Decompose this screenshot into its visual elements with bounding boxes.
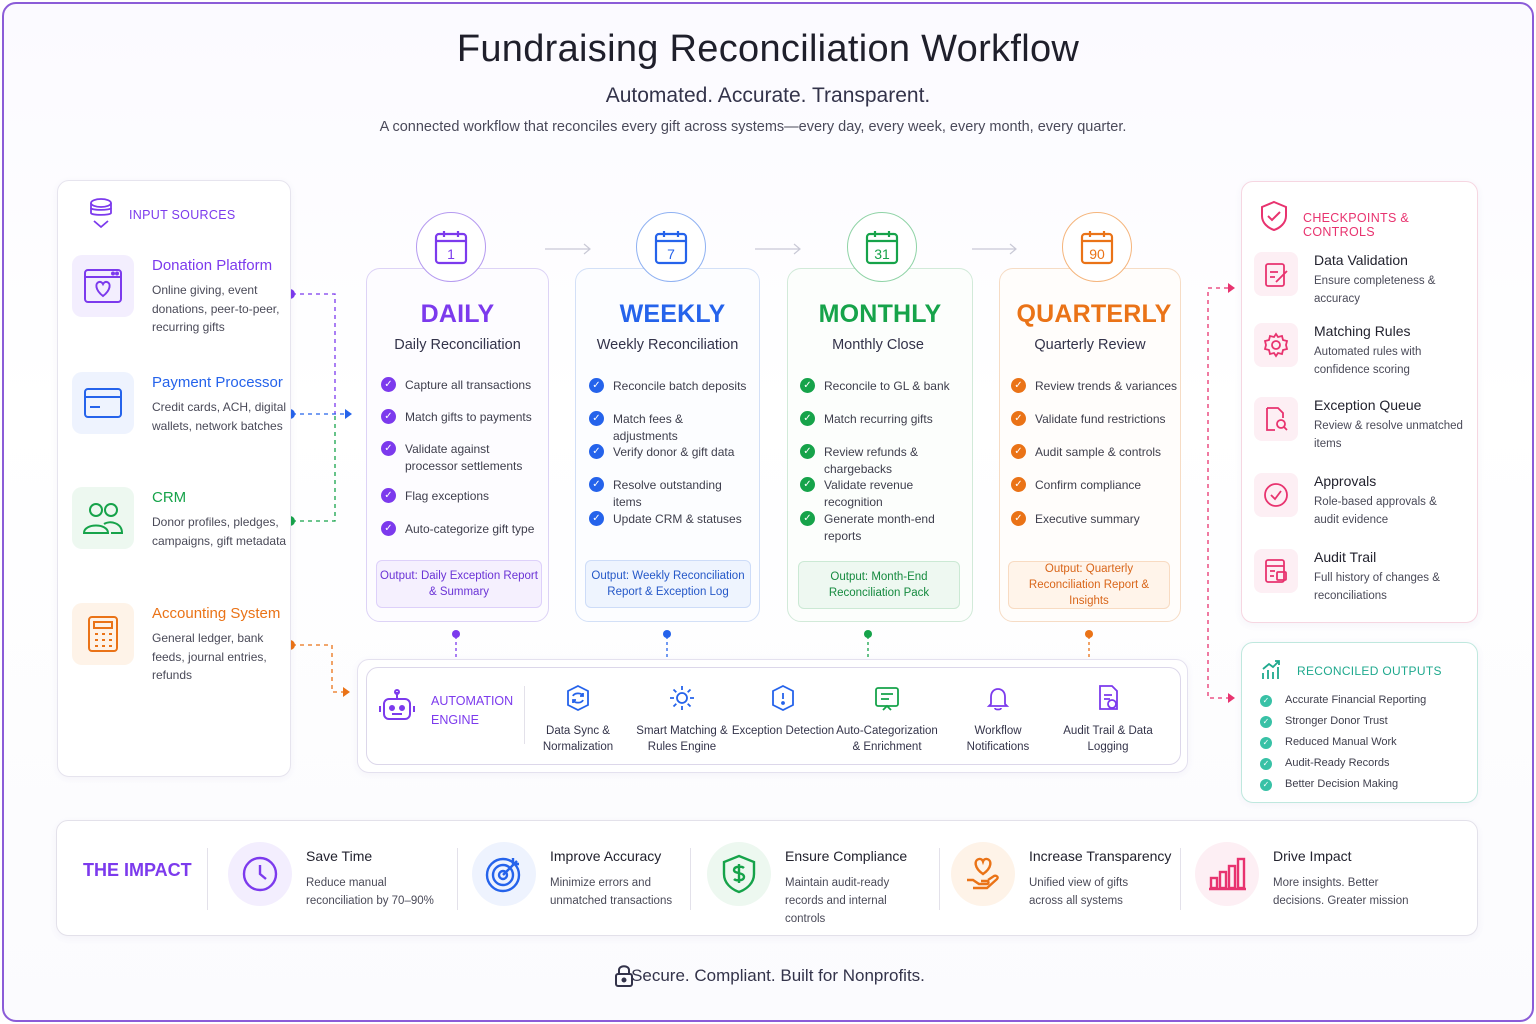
engine-item-data-sync[interactable]: Data Sync & Normalization bbox=[523, 683, 633, 755]
calculator-icon bbox=[72, 603, 134, 665]
source-title: Payment Processor bbox=[152, 374, 283, 391]
calendar-7-icon: 7 bbox=[636, 212, 706, 282]
users-icon bbox=[72, 487, 134, 549]
trend-chart-icon bbox=[1260, 659, 1282, 686]
impact-improve-accuracy: Improve Accuracy Minimize errors and unm… bbox=[472, 836, 702, 916]
phase-output[interactable]: Output: Daily Exception Report & Summary bbox=[376, 560, 542, 608]
engine-item-auto-categorization[interactable]: Auto-Categorization & Enrichment bbox=[832, 683, 942, 755]
phase-output[interactable]: Output: Weekly Reconciliation Report & E… bbox=[585, 560, 751, 608]
checkpoint-audit-trail[interactable]: Audit Trail Full history of changes & re… bbox=[1254, 549, 1474, 619]
impact-divider bbox=[207, 848, 208, 910]
audit-log-icon bbox=[1254, 549, 1298, 593]
dollar-shield-icon bbox=[707, 842, 771, 906]
reconciled-outputs-panel: RECONCILED OUTPUTS ✓Accurate Financial R… bbox=[1241, 642, 1478, 803]
phase-name: WEEKLY bbox=[619, 300, 726, 328]
outputs-heading: RECONCILED OUTPUTS bbox=[1297, 664, 1442, 678]
phase-name: QUARTERLY bbox=[1016, 300, 1172, 328]
page-subtitle: Automated. Accurate. Transparent. bbox=[605, 84, 931, 107]
gear-icon bbox=[1254, 323, 1298, 367]
phase-badge: 1 bbox=[447, 246, 455, 262]
checkpoints-heading: CHECKPOINTS & CONTROLS bbox=[1303, 211, 1409, 239]
phase-subtitle: Weekly Reconciliation bbox=[596, 337, 739, 353]
impact-ensure-compliance: Ensure Compliance Maintain audit-ready r… bbox=[707, 836, 937, 925]
checkpoint-approvals[interactable]: Approvals Role-based approvals & audit e… bbox=[1254, 473, 1474, 543]
impact-divider bbox=[690, 848, 691, 910]
checkpoint-data-validation[interactable]: Data Validation Ensure completeness & ac… bbox=[1254, 252, 1474, 322]
clock-icon bbox=[228, 842, 292, 906]
input-source-donation-platform[interactable]: Donation Platform Online giving, event d… bbox=[72, 255, 292, 355]
source-desc: Donor profiles, pledges, campaigns, gift… bbox=[152, 515, 287, 548]
phase-badge: 90 bbox=[1089, 246, 1105, 262]
phase-subtitle: Daily Reconciliation bbox=[394, 337, 521, 353]
categorize-icon bbox=[872, 683, 902, 713]
page-lead: A connected workflow that reconciles eve… bbox=[379, 119, 1127, 135]
source-desc: General ledger, bank feeds, journal entr… bbox=[152, 631, 267, 682]
alert-shield-icon bbox=[768, 683, 798, 713]
credit-card-icon bbox=[72, 372, 134, 434]
phase-badge: 31 bbox=[874, 246, 890, 262]
sync-icon bbox=[563, 683, 593, 713]
checkpoints-panel: CHECKPOINTS & CONTROLS Data Validation E… bbox=[1241, 181, 1478, 623]
automation-engine-inner bbox=[366, 667, 1181, 765]
engine-divider bbox=[524, 686, 525, 744]
heart-window-icon bbox=[72, 255, 134, 317]
input-source-accounting-system[interactable]: Accounting System General ledger, bank f… bbox=[72, 603, 292, 703]
automation-engine-heading: AUTOMATION ENGINE bbox=[431, 694, 514, 727]
impact-heading: THE IMPACT bbox=[83, 860, 192, 880]
calendar-90-icon: 90 bbox=[1062, 212, 1132, 282]
footer-tagline: Secure. Compliant. Built for Nonprofits. bbox=[631, 966, 925, 985]
engine-item-audit-trail[interactable]: Audit Trail & Data Logging bbox=[1053, 683, 1163, 755]
source-desc: Credit cards, ACH, digital wallets, netw… bbox=[152, 400, 287, 433]
calendar-1-icon: 1 bbox=[416, 212, 486, 282]
bell-icon bbox=[983, 683, 1013, 713]
source-title: CRM bbox=[152, 489, 187, 506]
lock-icon bbox=[614, 964, 634, 993]
source-title: Accounting System bbox=[152, 605, 281, 622]
source-title: Donation Platform bbox=[152, 257, 273, 274]
checkpoint-exception-queue[interactable]: Exception Queue Review & resolve unmatch… bbox=[1254, 397, 1474, 467]
clipboard-check-icon bbox=[1254, 252, 1298, 296]
input-source-crm[interactable]: CRM Donor profiles, pledges, campaigns, … bbox=[72, 487, 292, 587]
log-document-icon bbox=[1093, 683, 1123, 713]
phase-name: MONTHLY bbox=[818, 300, 942, 328]
target-icon bbox=[472, 842, 536, 906]
check-circle-icon bbox=[1254, 473, 1298, 517]
phase-badge: 7 bbox=[667, 246, 675, 262]
phase-output[interactable]: Output: Month-End Reconciliation Pack bbox=[798, 561, 960, 609]
input-source-payment-processor[interactable]: Payment Processor Credit cards, ACH, dig… bbox=[72, 372, 292, 472]
heart-hand-icon bbox=[951, 842, 1015, 906]
document-search-icon bbox=[1254, 397, 1298, 441]
engine-item-exception-detection[interactable]: Exception Detection bbox=[728, 683, 838, 739]
impact-drive-impact: Drive Impact More insights. Better decis… bbox=[1195, 836, 1455, 916]
page-title: Fundraising Reconciliation Workflow bbox=[456, 28, 1080, 70]
engine-item-smart-matching[interactable]: Smart Matching & Rules Engine bbox=[627, 683, 737, 755]
input-sources-heading: INPUT SOURCES bbox=[129, 208, 236, 222]
phase-subtitle: Quarterly Review bbox=[1034, 337, 1146, 353]
calendar-31-icon: 31 bbox=[847, 212, 917, 282]
checkpoint-matching-rules[interactable]: Matching Rules Automated rules with conf… bbox=[1254, 323, 1474, 393]
impact-save-time: Save Time Reduce manual reconciliation b… bbox=[228, 836, 458, 916]
bar-chart-icon bbox=[1195, 842, 1259, 906]
impact-divider bbox=[939, 848, 940, 910]
shield-check-icon bbox=[1260, 200, 1288, 237]
impact-divider bbox=[1180, 848, 1181, 910]
source-desc: Online giving, event donations, peer-to-… bbox=[152, 283, 280, 334]
phase-name: DAILY bbox=[420, 300, 495, 328]
engine-item-workflow-notifications[interactable]: Workflow Notifications bbox=[943, 683, 1053, 755]
robot-icon bbox=[378, 688, 416, 731]
input-sources-panel: INPUT SOURCES Donation Platform Online g… bbox=[57, 180, 291, 777]
impact-increase-transparency: Increase Transparency Unified view of gi… bbox=[951, 836, 1181, 916]
matching-gear-icon bbox=[667, 683, 697, 713]
impact-divider bbox=[457, 848, 458, 910]
phase-output[interactable]: Output: Quarterly Reconciliation Report … bbox=[1008, 561, 1170, 609]
phase-subtitle: Monthly Close bbox=[832, 337, 924, 353]
database-icon bbox=[86, 197, 116, 236]
